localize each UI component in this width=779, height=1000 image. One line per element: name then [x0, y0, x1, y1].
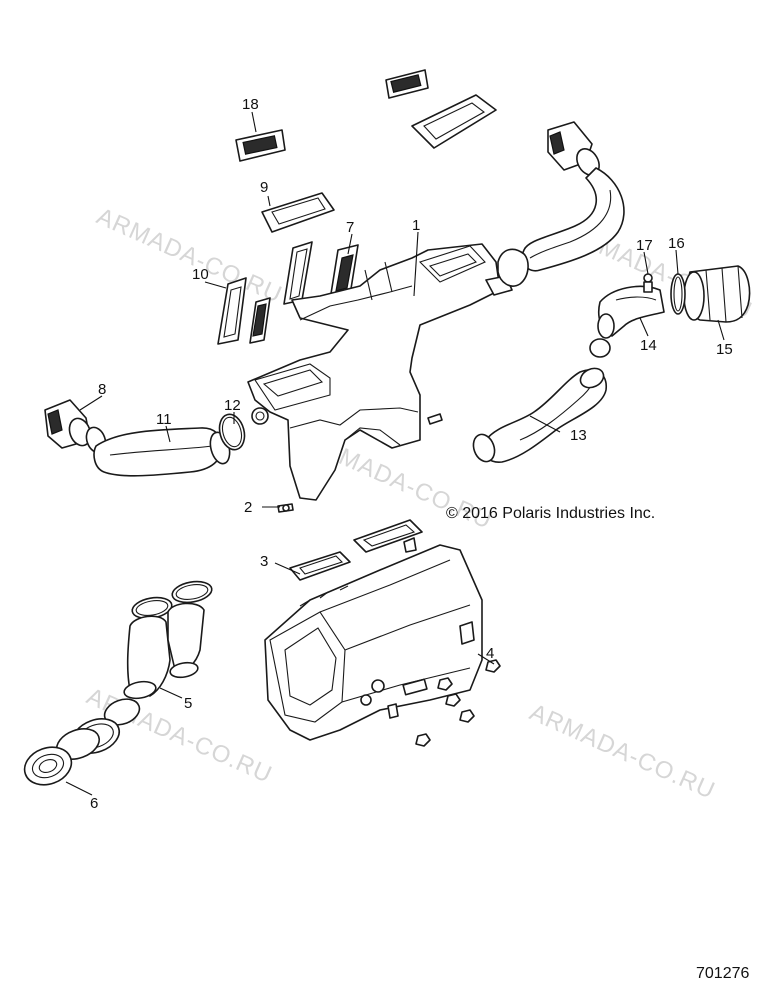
leader-lines	[65, 111, 725, 796]
callout-16: 16	[668, 235, 685, 252]
watermark-5: ARMADA-CO.RU	[526, 699, 720, 805]
part-18-grille	[235, 69, 429, 162]
part-14-elbow	[597, 285, 665, 339]
callout-3: 3	[260, 553, 268, 570]
part-17-screw	[643, 273, 653, 293]
part-8-end-boot	[44, 399, 107, 454]
part-6-flange	[23, 718, 121, 786]
part-10-gasket	[217, 277, 271, 345]
part-12-clamp	[218, 413, 246, 451]
callout-4: 4	[486, 645, 494, 662]
part-upper-hose	[497, 121, 625, 287]
callout-13: 13	[570, 427, 587, 444]
part-5-y-connector	[103, 580, 213, 726]
callout-1: 1	[412, 217, 420, 234]
callout-6: 6	[90, 795, 98, 812]
watermark-1: ARMADA-CO.RU	[93, 203, 287, 309]
part-9-gasket	[261, 94, 497, 233]
part-13-hose	[472, 338, 611, 463]
callout-10: 10	[192, 266, 209, 283]
part-7-vent	[283, 241, 359, 305]
part-2-screw	[277, 413, 443, 513]
heater-box	[264, 537, 483, 741]
callout-7: 7	[346, 219, 354, 236]
callout-18: 18	[242, 96, 259, 113]
callout-14: 14	[640, 337, 657, 354]
callout-2: 2	[244, 499, 252, 516]
callout-8: 8	[98, 381, 106, 398]
callout-17: 17	[636, 237, 653, 254]
part-16-clamp	[670, 273, 686, 315]
callout-labels: 1 2 3 4 5 6 7 8 9 10 11 12 13 14 15 16 1…	[90, 96, 733, 812]
callout-9: 9	[260, 179, 268, 196]
callout-5: 5	[184, 695, 192, 712]
part-15-filter	[683, 265, 751, 323]
callout-15: 15	[716, 341, 733, 358]
part-4-nuts	[415, 659, 501, 747]
callout-11: 11	[156, 411, 172, 428]
part-11-hose	[93, 427, 231, 477]
part-1-duct-manifold	[247, 243, 513, 501]
document-number: 701276	[696, 965, 749, 982]
copyright-notice: © 2016 Polaris Industries Inc.	[446, 505, 655, 522]
part-3-gasket	[289, 519, 423, 581]
callout-12: 12	[224, 397, 241, 414]
